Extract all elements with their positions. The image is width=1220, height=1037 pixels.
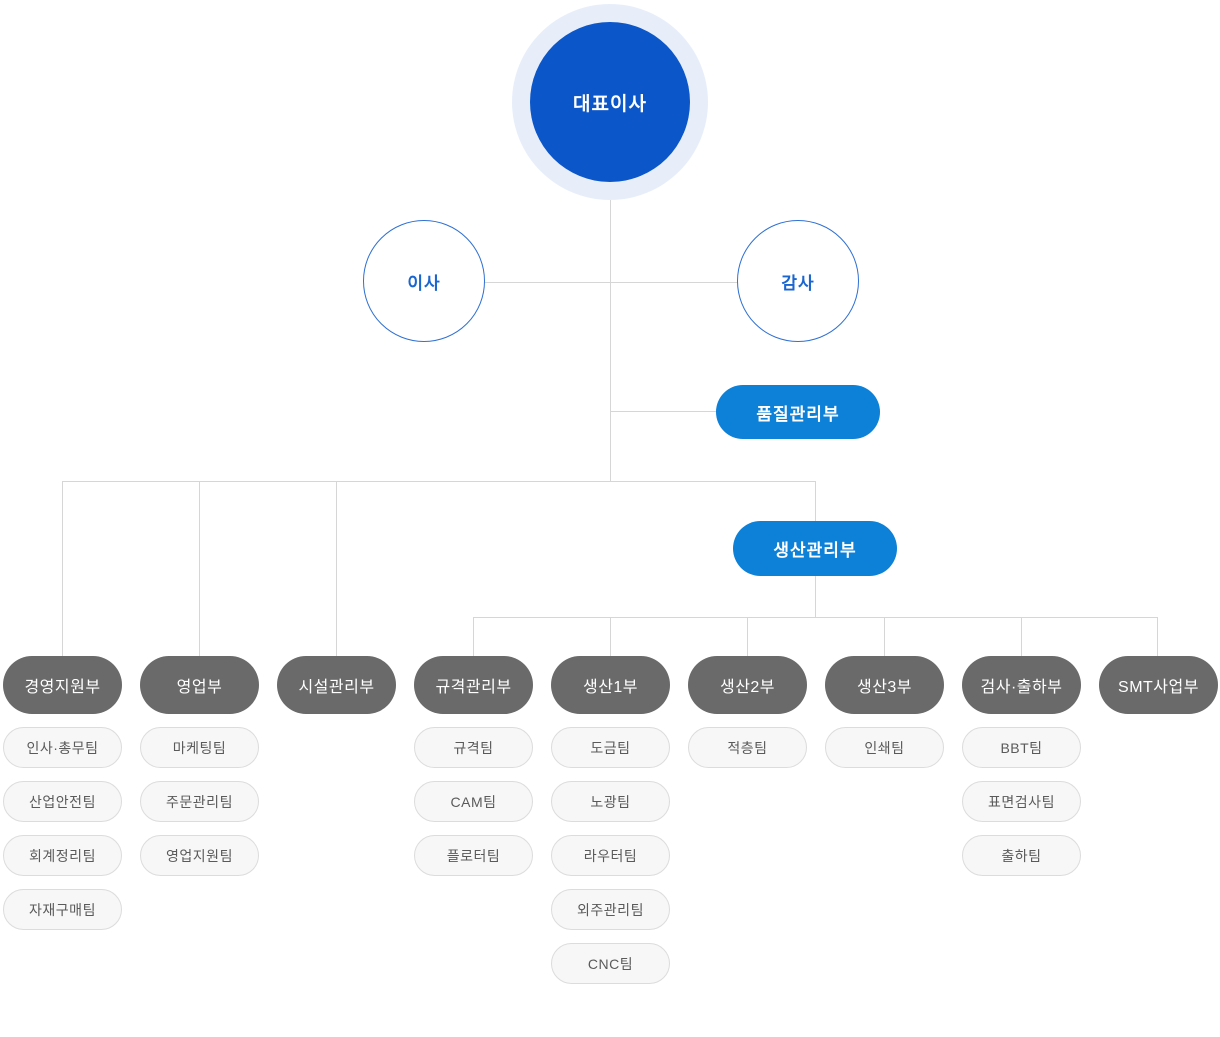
team-label: 도금팀	[590, 739, 631, 756]
main-branch-line	[62, 481, 816, 482]
team-label: 마케팅팀	[172, 739, 227, 756]
team-label: CNC팀	[587, 955, 634, 972]
team-label: 산업안전팀	[29, 793, 96, 810]
dept-label: 생산3부	[856, 679, 913, 696]
team-label: 적층팀	[727, 739, 768, 756]
team-label: 주문관리팀	[166, 793, 233, 810]
team-pill: 노광팀	[551, 781, 670, 822]
dept-pill: 영업부	[140, 656, 259, 714]
dept-pill: 검사·출하부	[962, 656, 1081, 714]
team-label: CAM팀	[450, 793, 497, 810]
ceo-label: 대표이사	[573, 93, 647, 115]
dept-column-facility-management: 시설관리부	[277, 656, 396, 714]
team-pill: 표면검사팀	[962, 781, 1081, 822]
team-label: 인사·총무팀	[26, 739, 99, 756]
dept-pill: 시설관리부	[277, 656, 396, 714]
production-management-dept-pill: 생산관리부	[733, 521, 897, 576]
dept-column-smt-business: SMT사업부	[1099, 656, 1218, 714]
dept-label: 시설관리부	[298, 679, 375, 696]
team-pill: CNC팀	[551, 943, 670, 984]
dept-label: 영업부	[176, 679, 223, 696]
dept-pill: 생산3부	[825, 656, 944, 714]
drop-line-production-1	[610, 618, 611, 656]
team-label: 출하팀	[1001, 847, 1042, 864]
drop-line-production-3	[884, 618, 885, 656]
ceo-node: 대표이사	[530, 22, 690, 182]
dept-pill: 경영지원부	[3, 656, 122, 714]
dept-column-sales: 영업부 마케팅팀 주문관리팀 영업지원팀	[140, 656, 259, 876]
drop-line-production-2	[747, 618, 748, 656]
dept-label: SMT사업부	[1118, 679, 1199, 696]
dept-column-production-2: 생산2부 적층팀	[688, 656, 807, 768]
drop-line-inspection-shipping	[1021, 618, 1022, 656]
team-label: BBT팀	[1000, 739, 1043, 756]
team-pill: 자재구매팀	[3, 889, 122, 930]
dept-label: 경영지원부	[24, 679, 101, 696]
quality-management-dept-pill: 품질관리부	[716, 385, 880, 439]
team-pill: BBT팀	[962, 727, 1081, 768]
auditor-node: 감사	[737, 220, 859, 342]
advisors-connector-line	[424, 282, 798, 283]
team-pill: 플로터팀	[414, 835, 533, 876]
team-label: 노광팀	[590, 793, 631, 810]
production-management-dept-label: 생산관리부	[773, 541, 857, 560]
team-pill: 출하팀	[962, 835, 1081, 876]
director-label: 이사	[407, 273, 441, 293]
team-label: 규격팀	[453, 739, 494, 756]
drop-line-standards-management	[473, 618, 474, 656]
drop-line-facility-management	[336, 482, 337, 656]
team-pill: 주문관리팀	[140, 781, 259, 822]
dept-column-production-1: 생산1부 도금팀 노광팀 라우터팀 외주관리팀 CNC팀	[551, 656, 670, 984]
team-pill: 마케팅팀	[140, 727, 259, 768]
team-pill: 영업지원팀	[140, 835, 259, 876]
team-label: 외주관리팀	[577, 901, 644, 918]
dept-label: 규격관리부	[435, 679, 512, 696]
auditor-label: 감사	[781, 273, 815, 293]
production-branch-line	[473, 617, 1158, 618]
team-label: 회계정리팀	[29, 847, 96, 864]
dept-pill: 규격관리부	[414, 656, 533, 714]
drop-line-smt-business	[1157, 618, 1158, 656]
dept-column-management-support: 경영지원부 인사·총무팀 산업안전팀 회계정리팀 자재구매팀	[3, 656, 122, 930]
team-pill: 회계정리팀	[3, 835, 122, 876]
team-label: 표면검사팀	[988, 793, 1055, 810]
director-node: 이사	[363, 220, 485, 342]
team-pill: 적층팀	[688, 727, 807, 768]
team-pill: 도금팀	[551, 727, 670, 768]
team-label: 자재구매팀	[29, 901, 96, 918]
dept-pill: 생산2부	[688, 656, 807, 714]
team-pill: 인쇄팀	[825, 727, 944, 768]
dept-column-production-3: 생산3부 인쇄팀	[825, 656, 944, 768]
ceo-trunk-line	[610, 102, 611, 481]
team-label: 인쇄팀	[864, 739, 905, 756]
team-pill: 산업안전팀	[3, 781, 122, 822]
dept-label: 생산2부	[719, 679, 776, 696]
dept-label: 생산1부	[582, 679, 639, 696]
dept-label: 검사·출하부	[980, 679, 1063, 696]
team-label: 라우터팀	[583, 847, 638, 864]
dept-pill: 생산1부	[551, 656, 670, 714]
team-pill: CAM팀	[414, 781, 533, 822]
drop-line-sales	[199, 482, 200, 656]
team-pill: 라우터팀	[551, 835, 670, 876]
dept-column-inspection-shipping: 검사·출하부 BBT팀 표면검사팀 출하팀	[962, 656, 1081, 876]
team-pill: 외주관리팀	[551, 889, 670, 930]
drop-line-management-support	[62, 482, 63, 656]
quality-dept-connector-line	[611, 411, 717, 412]
team-pill: 인사·총무팀	[3, 727, 122, 768]
team-pill: 규격팀	[414, 727, 533, 768]
quality-management-dept-label: 품질관리부	[756, 404, 840, 424]
dept-column-standards-management: 규격관리부 규격팀 CAM팀 플로터팀	[414, 656, 533, 876]
team-label: 플로터팀	[446, 847, 501, 864]
team-label: 영업지원팀	[166, 847, 233, 864]
dept-pill: SMT사업부	[1099, 656, 1218, 714]
